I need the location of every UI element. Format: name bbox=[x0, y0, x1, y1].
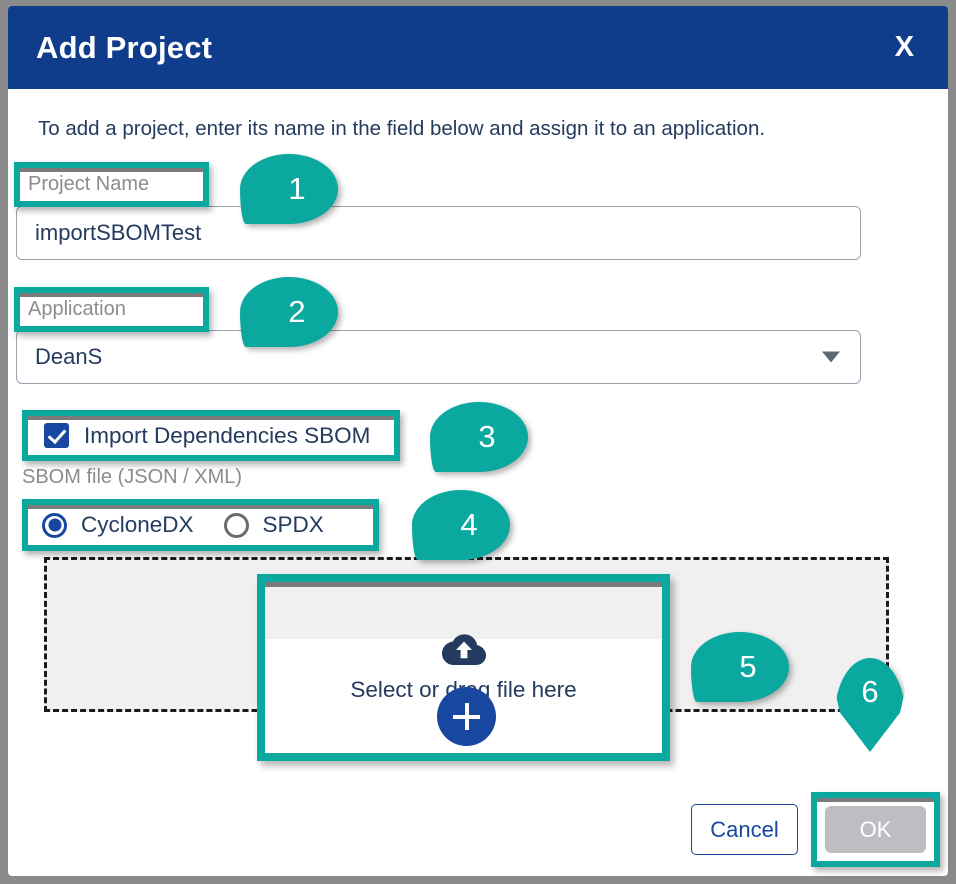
dialog-intro-text: To add a project, enter its name in the … bbox=[38, 117, 766, 140]
highlight-select-or-drag bbox=[257, 574, 670, 761]
application-select[interactable]: DeanS bbox=[16, 330, 861, 384]
highlight-import-dependencies[interactable]: Import Dependencies SBOM bbox=[22, 410, 400, 461]
project-name-label: Project Name bbox=[28, 173, 150, 195]
add-project-dialog: Add Project X To add a project, enter it… bbox=[8, 6, 948, 876]
sbom-format-radio-group[interactable]: CycloneDX SPDX bbox=[28, 512, 373, 538]
highlight-application-label: Application bbox=[14, 287, 209, 332]
callout-1-number: 1 bbox=[288, 171, 306, 206]
application-label: Application bbox=[28, 298, 126, 320]
radio-cyclonedx[interactable] bbox=[42, 512, 67, 538]
callout-5: 5 bbox=[691, 632, 789, 702]
callout-1: 1 bbox=[240, 154, 338, 224]
radio-cyclonedx-label: CycloneDX bbox=[81, 512, 194, 537]
sbom-file-label: SBOM file (JSON / XML) bbox=[22, 466, 243, 488]
dialog-titlebar: Add Project X bbox=[8, 6, 948, 89]
project-name-value: importSBOMTest bbox=[35, 220, 202, 245]
close-icon[interactable]: X bbox=[894, 31, 914, 63]
project-name-input[interactable]: importSBOMTest bbox=[16, 206, 861, 260]
radio-spdx[interactable] bbox=[223, 512, 249, 538]
import-dependencies-checkbox[interactable] bbox=[44, 423, 69, 448]
highlight-sbom-format[interactable]: CycloneDX SPDX bbox=[22, 499, 379, 551]
plus-icon[interactable] bbox=[437, 687, 496, 746]
import-dependencies-label: Import Dependencies SBOM bbox=[84, 422, 371, 448]
highlight-project-name-label: Project Name bbox=[14, 162, 209, 207]
ok-button[interactable]: OK bbox=[825, 806, 926, 853]
callout-2-number: 2 bbox=[288, 294, 306, 329]
dialog-title: Add Project bbox=[36, 29, 213, 65]
cancel-button[interactable]: Cancel bbox=[691, 804, 798, 855]
callout-3-number: 3 bbox=[478, 419, 496, 454]
dialog-body: To add a project, enter its name in the … bbox=[8, 89, 948, 876]
callout-6-number: 6 bbox=[861, 674, 879, 709]
application-value: DeanS bbox=[35, 344, 103, 369]
callout-2: 2 bbox=[240, 277, 338, 347]
radio-spdx-label: SPDX bbox=[262, 512, 324, 537]
callout-3: 3 bbox=[430, 402, 528, 472]
chevron-down-icon[interactable] bbox=[822, 351, 840, 363]
callout-4: 4 bbox=[412, 490, 510, 560]
callout-5-number: 5 bbox=[739, 649, 757, 684]
callout-4-number: 4 bbox=[460, 507, 478, 542]
